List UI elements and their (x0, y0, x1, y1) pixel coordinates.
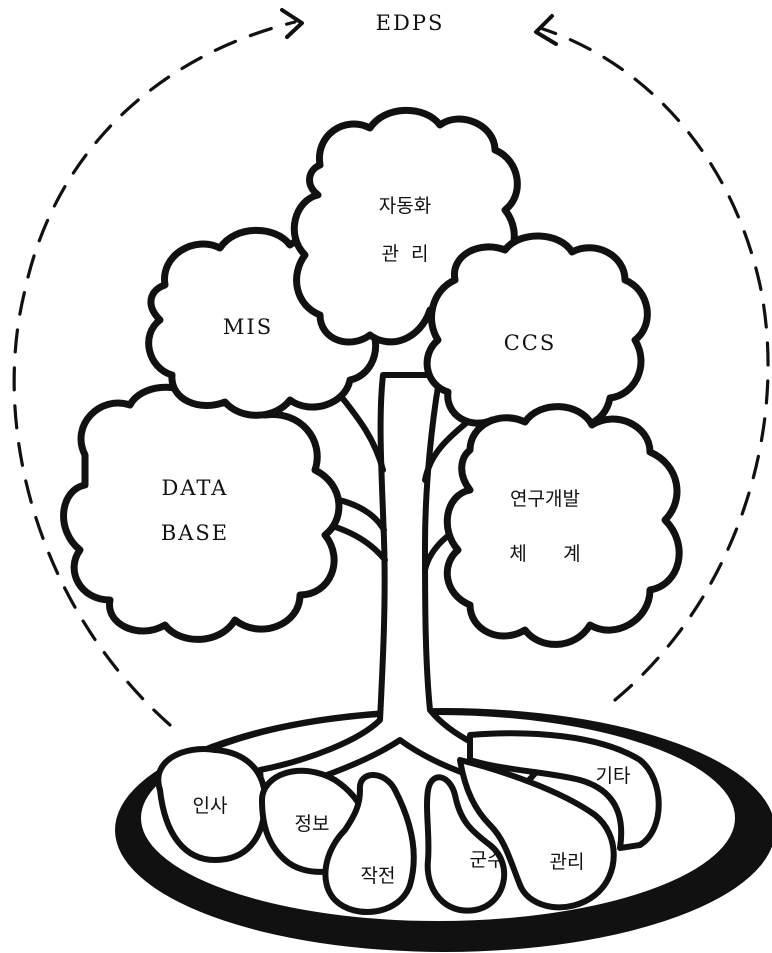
crown-rnd (447, 407, 679, 645)
database-label-line2: BASE (161, 521, 229, 545)
intelligence-label: 정보 (295, 813, 330, 835)
management-label: 관리 (550, 851, 585, 873)
automation-label-line2: 관 리 (381, 243, 428, 265)
personnel-label: 인사 (193, 795, 228, 817)
operations-label: 작전 (361, 865, 396, 887)
others-label: 기타 (596, 765, 631, 787)
branch-mid-left (340, 395, 383, 470)
crown-database (64, 387, 339, 639)
database-label-line1: DATA (162, 476, 229, 500)
logistics-label: 군수 (470, 849, 505, 871)
automation-label-line1: 자동화 (379, 195, 431, 217)
rnd-label-line2: 체 계 (509, 543, 580, 565)
rnd-label-line1: 연구개발 (510, 488, 580, 510)
mis-label: MIS (223, 315, 273, 339)
ccs-label: CCS (504, 331, 557, 355)
edps-label: EDPS (376, 11, 445, 35)
